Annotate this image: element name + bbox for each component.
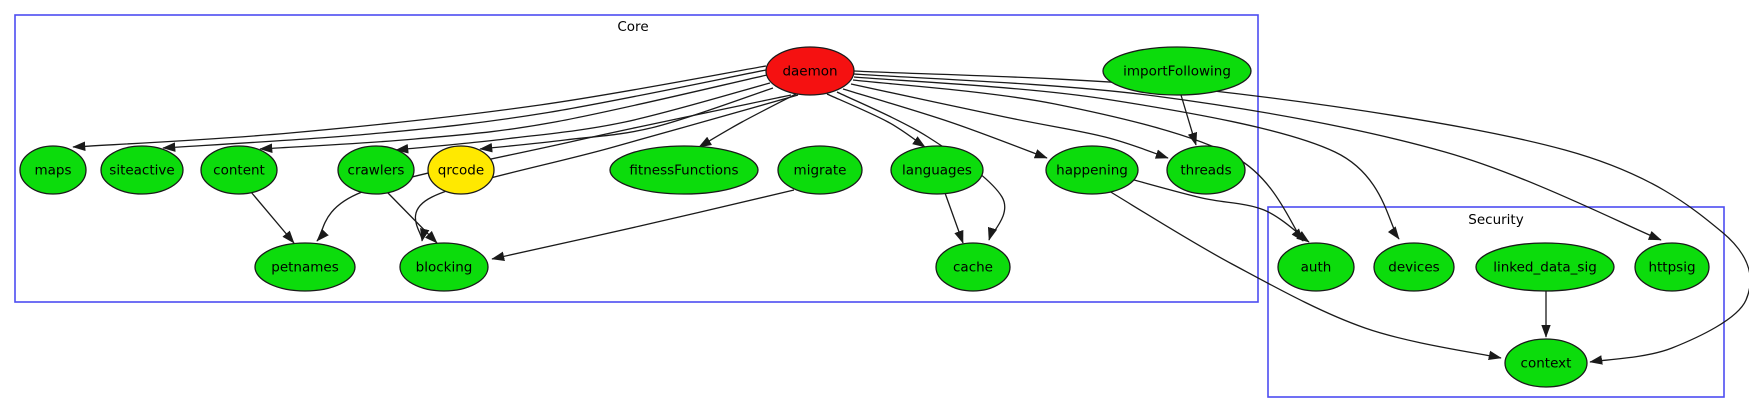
node-siteactive-shape <box>100 145 184 195</box>
node-auth-shape <box>1277 242 1355 292</box>
cluster-core-border <box>14 14 1259 303</box>
edge-daemon-content <box>259 74 768 153</box>
node-petnames-shape <box>254 242 356 292</box>
node-httpsig-label: httpsig <box>1648 260 1695 276</box>
edge-daemon-happening <box>842 88 1048 159</box>
node-httpsig: httpsig <box>1634 242 1710 292</box>
edge-daemon-context <box>853 70 1749 365</box>
node-siteactive: siteactive <box>100 145 184 195</box>
edge-content-petnames <box>250 191 295 244</box>
edge-daemon-languages <box>826 93 926 148</box>
node-context-shape <box>1504 338 1588 388</box>
node-qrcode-label: qrcode <box>438 163 484 179</box>
node-importFollowing: importFollowing <box>1102 46 1252 96</box>
node-blocking-shape <box>399 242 489 292</box>
node-threads-label: threads <box>1180 163 1231 179</box>
node-languages: languages <box>890 145 984 195</box>
cluster-core-label: Core <box>617 19 648 35</box>
edge-importFollowing-threads <box>1180 94 1198 146</box>
node-linked_data_sig-label: linked_data_sig <box>1493 260 1597 276</box>
node-importFollowing-label: importFollowing <box>1123 64 1231 80</box>
node-blocking: blocking <box>399 242 489 292</box>
node-devices-shape <box>1373 242 1455 292</box>
node-maps-shape <box>19 145 87 195</box>
node-threads: threads <box>1166 145 1246 195</box>
edge-daemon-crawlers <box>395 82 771 154</box>
node-maps: maps <box>19 145 87 195</box>
node-cache-shape <box>935 242 1011 292</box>
node-happening-shape <box>1045 145 1139 195</box>
node-devices: devices <box>1373 242 1455 292</box>
node-cache: cache <box>935 242 1011 292</box>
node-maps-label: maps <box>34 163 71 179</box>
node-fitnessFunctions: fitnessFunctions <box>609 145 759 195</box>
cluster-core: Core <box>14 14 1259 303</box>
node-migrate: migrate <box>777 145 863 195</box>
node-qrcode-shape <box>427 145 495 195</box>
edge-daemon-httpsig <box>853 73 1662 241</box>
edge-daemon-maps <box>72 65 767 151</box>
edge-daemon-siteactive <box>162 69 767 152</box>
node-daemon-shape <box>765 46 855 96</box>
node-crawlers-shape <box>337 145 415 195</box>
edge-languages-cache <box>944 192 964 244</box>
node-context-label: context <box>1521 356 1572 372</box>
node-content-shape <box>200 145 278 195</box>
node-happening: happening <box>1045 145 1139 195</box>
node-cache-label: cache <box>953 260 993 276</box>
node-auth: auth <box>1277 242 1355 292</box>
edge-daemon-devices <box>853 76 1400 240</box>
node-daemon-label: daemon <box>782 64 837 80</box>
node-migrate-shape <box>777 145 863 195</box>
node-fitnessFunctions-shape <box>609 145 759 195</box>
edge-happening-context <box>1108 190 1502 361</box>
node-languages-label: languages <box>902 163 972 179</box>
node-linked_data_sig: linked_data_sig <box>1475 242 1615 292</box>
edge-happening-auth <box>1133 179 1310 243</box>
node-fitnessFunctions-label: fitnessFunctions <box>629 163 738 179</box>
node-auth-label: auth <box>1301 260 1332 276</box>
node-threads-shape <box>1166 145 1246 195</box>
node-happening-label: happening <box>1056 163 1128 179</box>
node-httpsig-shape <box>1634 242 1710 292</box>
edge-daemon-fitnessFunctions <box>698 93 797 148</box>
node-linked_data_sig-shape <box>1475 242 1615 292</box>
edge-daemon-blocking <box>414 94 799 242</box>
cluster-security-label: Security <box>1468 212 1523 228</box>
node-daemon: daemon <box>765 46 855 96</box>
node-petnames: petnames <box>254 242 356 292</box>
edge-crawlers-blocking <box>387 192 438 244</box>
node-migrate-label: migrate <box>794 163 847 179</box>
node-petnames-label: petnames <box>271 260 339 276</box>
edge-daemon-petnames <box>316 94 792 242</box>
node-context: context <box>1504 338 1588 388</box>
node-blocking-label: blocking <box>416 260 473 276</box>
edge-daemon-auth <box>852 79 1304 242</box>
node-crawlers: crawlers <box>337 145 415 195</box>
cluster-security-border <box>1267 206 1725 398</box>
node-importFollowing-shape <box>1102 46 1252 96</box>
node-siteactive-label: siteactive <box>109 163 174 179</box>
node-content: content <box>200 145 278 195</box>
edge-daemon-qrcode <box>479 87 774 153</box>
edge-daemon-threads <box>850 83 1169 159</box>
node-content-label: content <box>213 163 265 179</box>
node-languages-shape <box>890 145 984 195</box>
node-qrcode: qrcode <box>427 145 495 195</box>
node-crawlers-label: crawlers <box>348 163 405 179</box>
edge-migrate-blocking <box>491 189 795 261</box>
node-devices-label: devices <box>1388 260 1439 276</box>
cluster-security: Security <box>1267 206 1725 398</box>
